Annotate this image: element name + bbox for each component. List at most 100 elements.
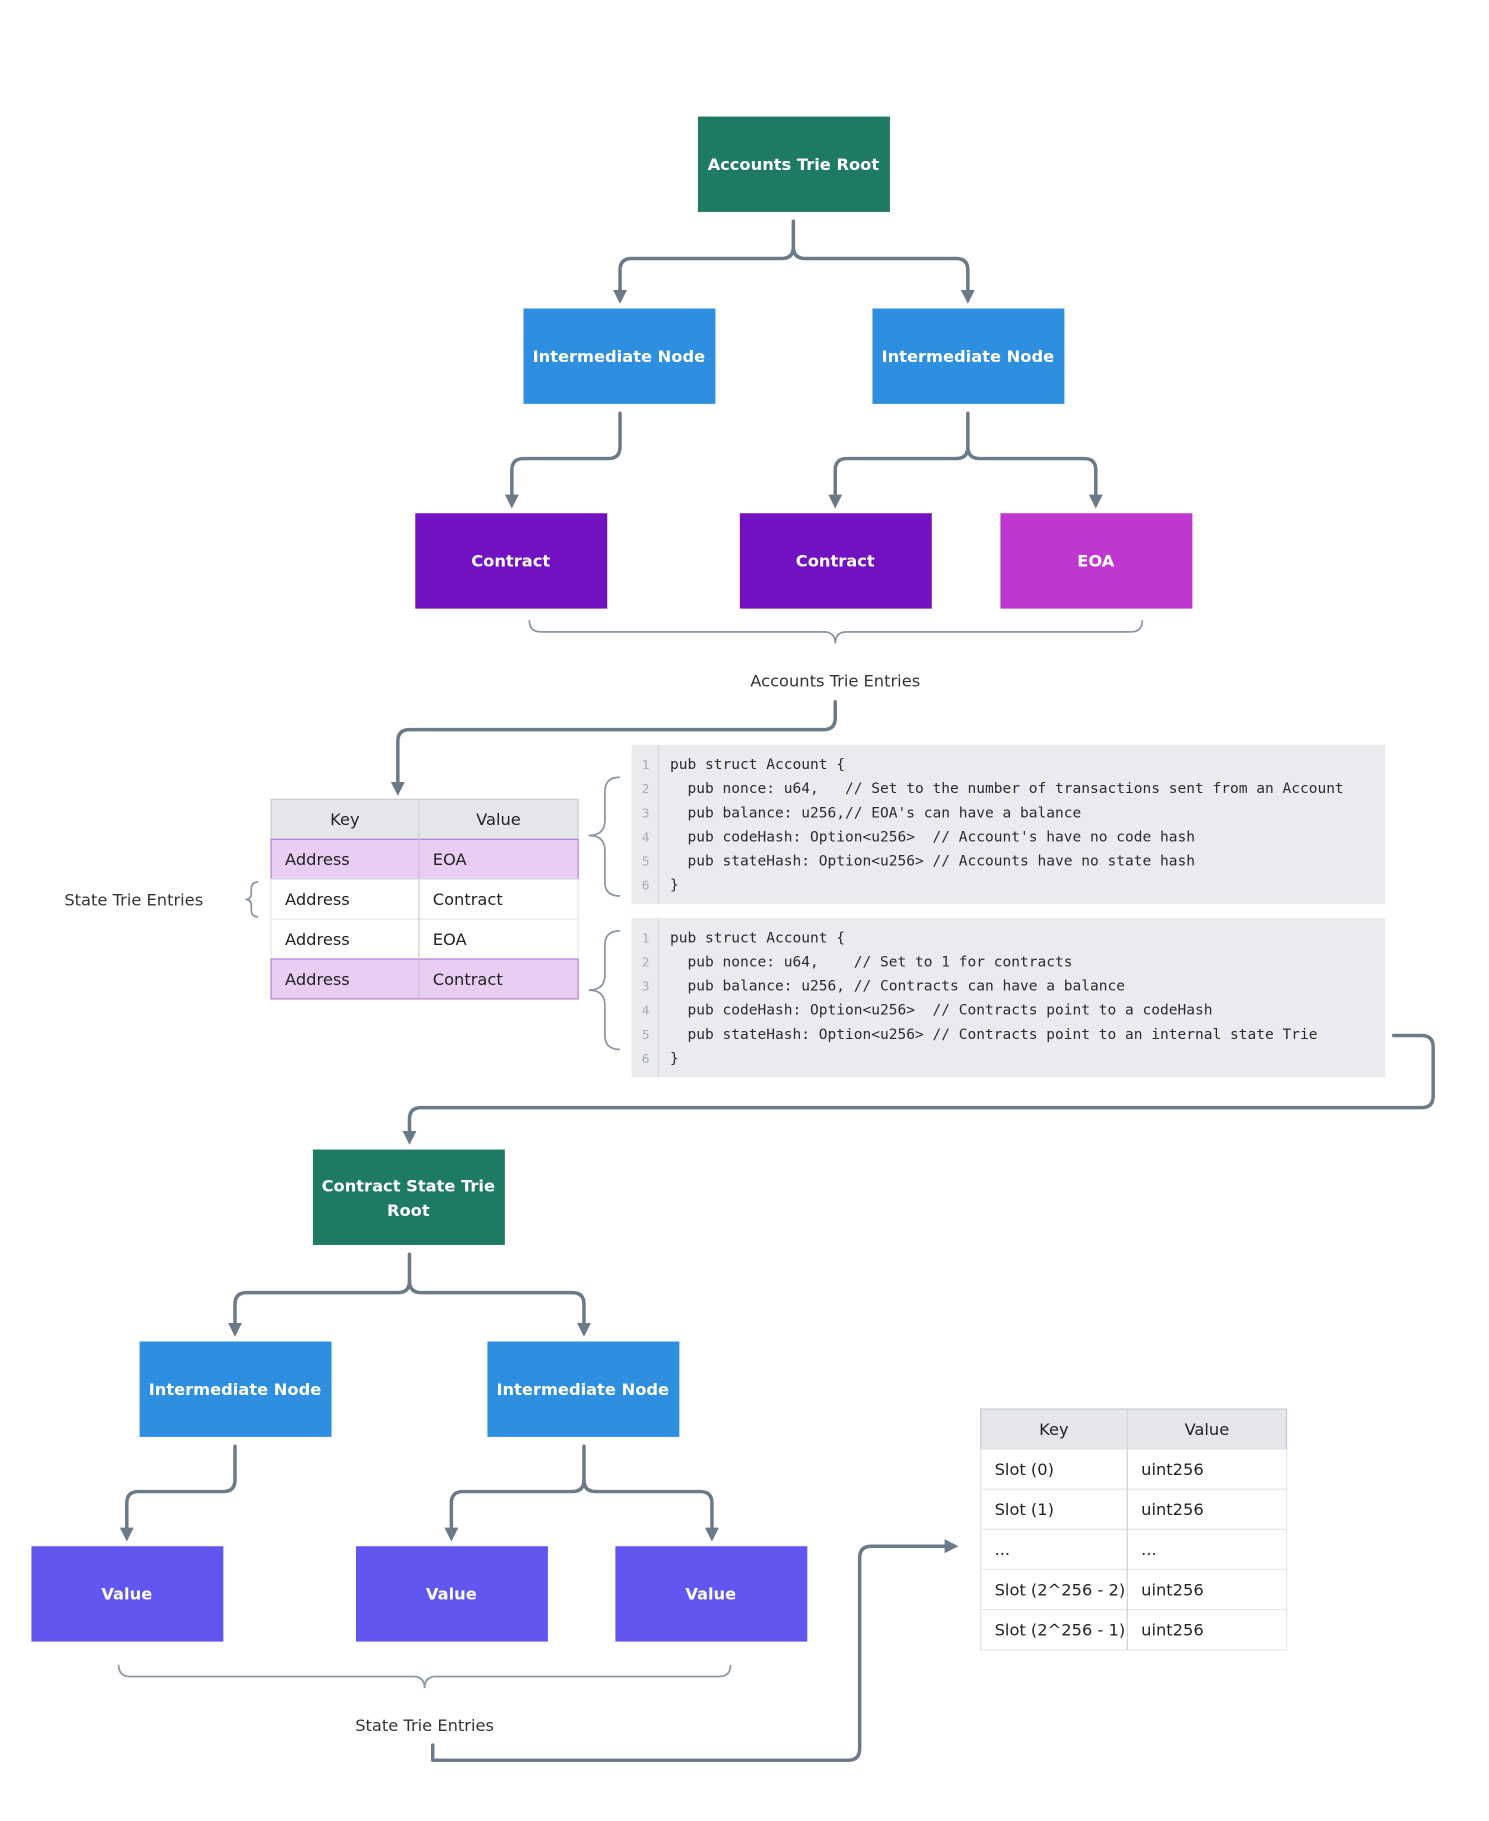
value-text: Contract — [433, 890, 503, 909]
brace — [588, 929, 621, 1051]
connector — [430, 1539, 959, 1763]
value-cell — [418, 838, 579, 880]
value-cell — [1126, 1568, 1288, 1611]
value-node[interactable]: Value — [615, 1546, 808, 1642]
connector — [966, 445, 1103, 509]
node-label: Contract — [471, 552, 550, 571]
value-node[interactable]: Value — [355, 1546, 548, 1642]
key-cell — [980, 1448, 1128, 1490]
code-line: } — [670, 878, 679, 894]
node-label: Value — [685, 1585, 736, 1604]
key-cell — [980, 1568, 1128, 1611]
table-row: Slot (0) uint256 — [980, 1448, 1288, 1490]
intermediate-node[interactable]: Intermediate Node — [487, 1341, 680, 1437]
contract-state-trie-root-node[interactable]: Contract State Trie Root — [312, 1149, 505, 1245]
key-text: Slot (0) — [995, 1460, 1054, 1479]
code-line: pub codeHash: Option<u256> // Account's … — [670, 829, 1195, 845]
value-text: uint256 — [1141, 1621, 1204, 1640]
code-line: pub struct Account { — [670, 757, 845, 773]
code-line: pub stateHash: Option<u256> // Contracts… — [670, 1027, 1317, 1043]
column-header: Value — [1185, 1420, 1230, 1439]
value-cell — [1126, 1609, 1288, 1651]
table-header — [270, 798, 579, 840]
connector — [402, 1033, 1435, 1145]
intermediate-node[interactable]: Intermediate Node — [523, 308, 716, 404]
value-cell — [418, 878, 579, 920]
value-node[interactable]: Value — [31, 1546, 224, 1642]
table-row: ...... — [980, 1528, 1288, 1571]
state-trie-entries-label: State Trie Entries — [64, 890, 203, 909]
code-line: pub nonce: u64, // Set to 1 for contract… — [670, 955, 1072, 971]
node-label: EOA — [1077, 552, 1115, 571]
brace — [528, 620, 1144, 644]
table-row: Slot (2^256 - 1) uint256 — [980, 1609, 1288, 1651]
connector — [444, 1444, 586, 1542]
eoa-account-code-block: 1 pub struct Account { 2 pub nonce: u64, /… — [631, 744, 1386, 905]
value-text: uint256 — [1141, 1500, 1204, 1519]
contract-node[interactable]: Contract — [739, 513, 932, 609]
table-header — [980, 1408, 1288, 1450]
code-line: pub stateHash: Option<u256> // Accounts … — [670, 853, 1195, 869]
value-text: EOA — [433, 850, 467, 869]
value-text: Contract — [433, 970, 503, 989]
line-number: 5 — [642, 854, 650, 869]
line-number: 3 — [642, 980, 650, 995]
brace — [117, 1664, 732, 1689]
node-label: Intermediate Node — [882, 347, 1055, 366]
line-number: 4 — [642, 830, 650, 845]
node-label: Intermediate Node — [497, 1380, 670, 1399]
accounts-trie-entries-label: Accounts Trie Entries — [750, 672, 920, 691]
node-label: Root — [387, 1201, 430, 1220]
accounts-trie-root-node[interactable]: Accounts Trie Root — [697, 116, 890, 212]
node-label: Contract State Trie — [322, 1176, 495, 1195]
table-row: Address Contract — [270, 878, 579, 920]
code-line: pub nonce: u64, // Set to the number of … — [670, 781, 1344, 797]
node-label: Value — [101, 1585, 152, 1604]
code-line: pub codeHash: Option<u256> // Contracts … — [670, 1003, 1212, 1019]
key-text: Slot (2^256 - 2) — [995, 1580, 1126, 1599]
value-text: uint256 — [1141, 1460, 1204, 1479]
connector — [390, 699, 837, 796]
value-text: ... — [1141, 1540, 1157, 1559]
connector — [791, 245, 975, 304]
intermediate-node[interactable]: Intermediate Node — [139, 1341, 332, 1437]
value-cell — [1126, 1448, 1288, 1490]
key-text: Address — [285, 970, 350, 989]
connector — [407, 1279, 591, 1337]
table-row: Address Contract — [270, 958, 579, 1000]
value-cell — [418, 958, 579, 1000]
eoa-node[interactable]: EOA — [1000, 513, 1193, 609]
state-trie-entries-label: State Trie Entries — [355, 1716, 494, 1735]
key-text: Slot (1) — [995, 1500, 1054, 1519]
connector — [228, 1252, 412, 1337]
table-row: Slot (1) uint256 — [980, 1488, 1288, 1530]
connector — [119, 1444, 237, 1542]
code-line: pub balance: u256, // Contracts can have… — [670, 979, 1125, 995]
key-cell — [270, 878, 420, 920]
line-number: 5 — [642, 1028, 650, 1043]
code-line: pub struct Account { — [670, 930, 845, 946]
key-text: Slot (2^256 - 1) — [995, 1621, 1126, 1640]
brace — [245, 881, 259, 918]
line-number: 1 — [642, 758, 650, 773]
connector — [582, 1478, 719, 1542]
line-number: 2 — [642, 956, 650, 971]
key-text: Address — [285, 930, 350, 949]
key-text: Address — [285, 890, 350, 909]
code-line: } — [670, 1051, 679, 1067]
line-number: 2 — [642, 782, 650, 797]
contract-node[interactable]: Contract — [415, 513, 608, 609]
value-cell — [1126, 1488, 1288, 1530]
connector — [613, 219, 796, 304]
key-text: ... — [995, 1540, 1011, 1559]
node-label: Intermediate Node — [149, 1380, 322, 1399]
node-label: Intermediate Node — [533, 347, 706, 366]
column-header: Key — [1039, 1420, 1069, 1439]
column-header: Key — [330, 810, 360, 829]
intermediate-node[interactable]: Intermediate Node — [872, 308, 1065, 404]
